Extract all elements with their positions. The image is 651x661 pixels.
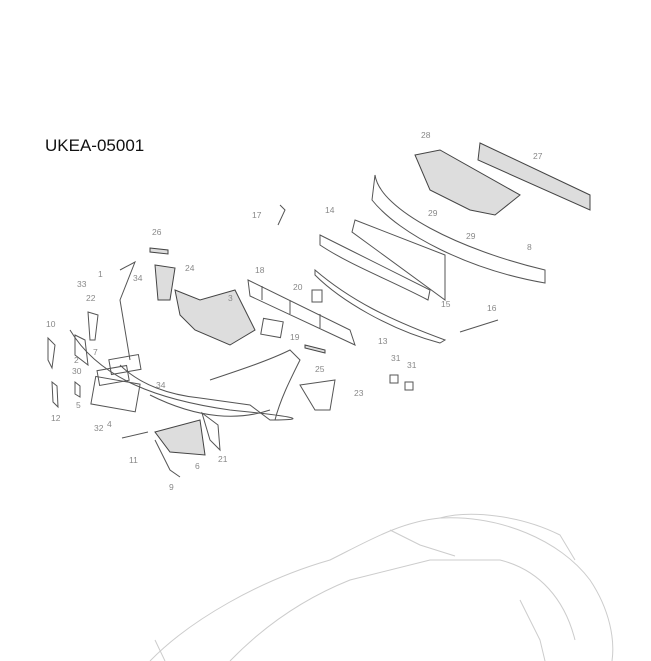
callout: 16 (487, 303, 497, 313)
callout: 6 (195, 461, 200, 471)
part-19-plate (260, 317, 284, 339)
callout: 25 (315, 364, 325, 374)
callout: 29 (466, 231, 476, 241)
callout: 1 (98, 269, 103, 279)
callout: 7 (93, 347, 98, 357)
parts (47, 142, 591, 478)
callout: 31 (407, 360, 417, 370)
callout: 12 (51, 413, 61, 423)
callout: 34 (156, 380, 166, 390)
callout: 33 (77, 279, 87, 289)
part-28-shield (414, 149, 521, 216)
callout: 2 (74, 355, 79, 365)
callout: 10 (46, 319, 56, 329)
callout: 29 (428, 208, 438, 218)
part-23-bracket (299, 379, 336, 411)
callout: 27 (533, 151, 543, 161)
part-22-bracket (87, 311, 99, 341)
part-10-trim (47, 336, 56, 370)
diagram-code: UKEA-05001 (45, 136, 145, 155)
part-16-strip (459, 319, 499, 333)
callout: 4 (107, 419, 112, 429)
part-21-trim (201, 411, 221, 452)
part-2-grille (108, 353, 142, 376)
part-26-sensor (149, 247, 169, 255)
part-25-insert (304, 344, 326, 354)
callout: 19 (290, 332, 300, 342)
callout: 11 (129, 455, 138, 465)
callout: 8 (527, 242, 532, 252)
part-3-bracket (174, 289, 256, 346)
callout: 13 (378, 336, 388, 346)
part-12-trim (51, 380, 59, 409)
callout: 22 (86, 293, 96, 303)
part-18-grille (247, 279, 356, 346)
callout: 20 (293, 282, 303, 292)
callout: 21 (218, 454, 228, 464)
part-31b (404, 381, 414, 391)
car-outline (149, 513, 614, 661)
part-17-bracket (277, 204, 286, 226)
part-11-strip (121, 431, 149, 439)
part-31a (389, 374, 399, 384)
part-7-lamp (74, 334, 89, 367)
callout: 31 (391, 353, 401, 363)
callout: 26 (152, 227, 162, 237)
callout: 15 (441, 299, 451, 309)
callout: 18 (255, 265, 265, 275)
callout: 3 (228, 293, 233, 303)
part-9-strip (154, 439, 181, 478)
part-bumper-cover (69, 260, 301, 421)
callout: 24 (185, 263, 195, 273)
callout: 30 (72, 366, 82, 376)
part-4-plate (90, 375, 141, 413)
callout: 34 (133, 273, 143, 283)
part-24-bracket (154, 264, 176, 301)
callout: 14 (325, 205, 335, 215)
part-13-lip (314, 268, 447, 344)
callout: 32 (94, 423, 104, 433)
part-27-reinforcement (477, 142, 591, 211)
part-15-frame (351, 219, 446, 301)
callout: 28 (421, 130, 431, 140)
part-5-cap (74, 380, 81, 398)
part-14-beam (319, 234, 431, 301)
callout: 23 (354, 388, 364, 398)
part-20-bracket (311, 289, 323, 303)
part-30-frame (96, 364, 130, 387)
part-6-lower-grille (154, 419, 206, 456)
part-bumper-lower (149, 394, 271, 417)
callout: 9 (169, 482, 174, 492)
callout-labels: 26 24 1 34 33 22 10 3 18 20 19 7 2 30 34… (46, 130, 543, 492)
callout: 5 (76, 400, 81, 410)
callout: 17 (252, 210, 262, 220)
part-8-lower-panel (371, 174, 546, 284)
